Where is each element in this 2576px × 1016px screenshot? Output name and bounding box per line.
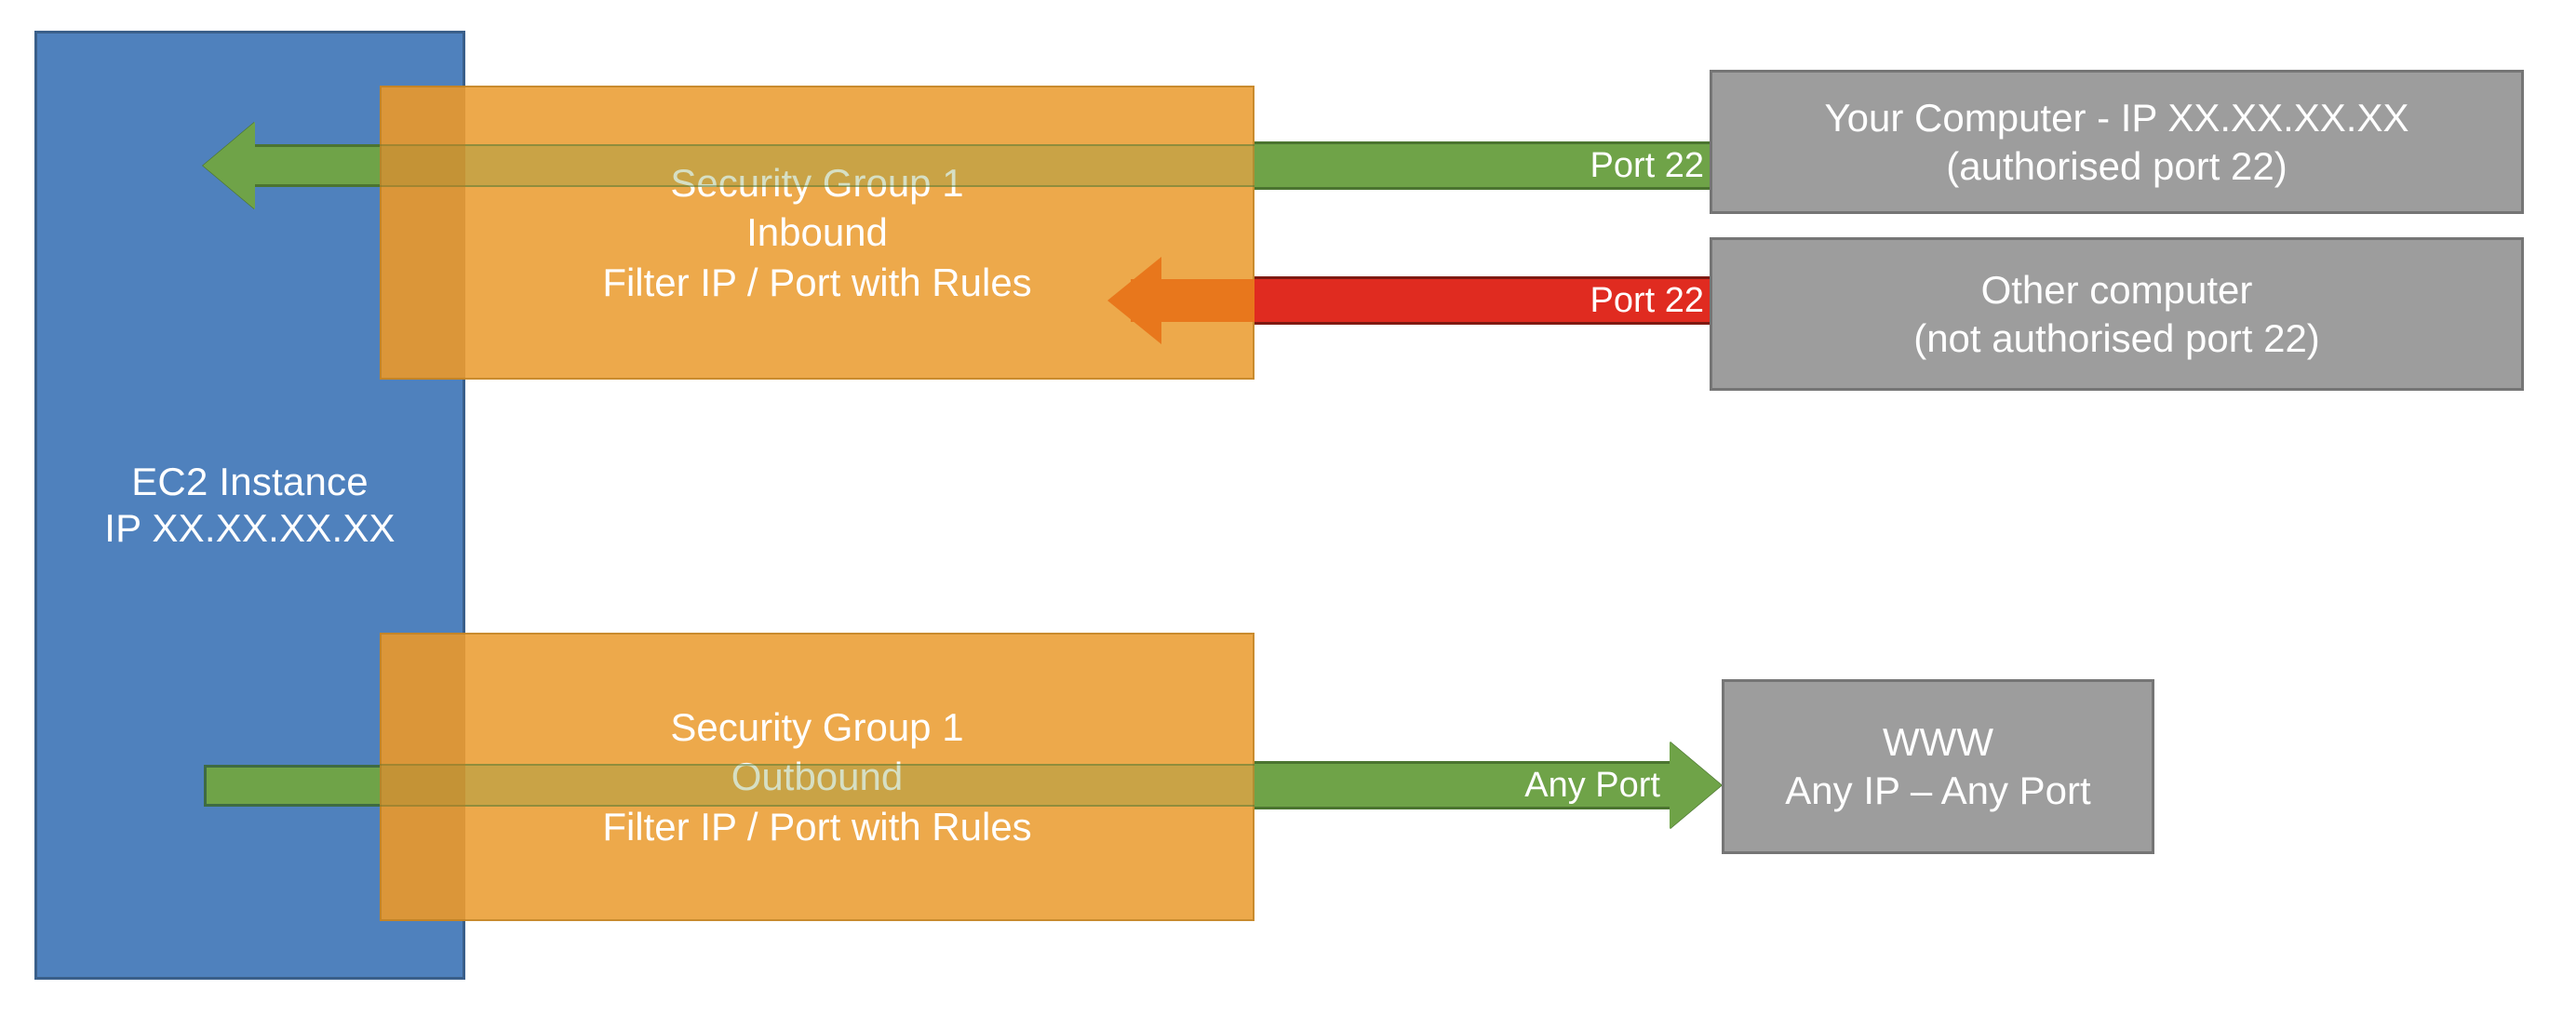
connection-allowed-inbound-label: Port 22 — [1590, 145, 1704, 185]
sg-outbound-line1: Security Group 1 — [670, 704, 964, 749]
connection-blocked-inbound-label: Port 22 — [1590, 280, 1704, 320]
endpoint-other-computer-box[interactable]: Other computer (not authorised port 22) — [1710, 237, 2524, 391]
endpoint-www-line1: WWW — [1883, 720, 1993, 765]
endpoint-other-computer-line1: Other computer — [1980, 267, 2253, 312]
endpoint-your-computer-box[interactable]: Your Computer - IP XX.XX.XX.XX (authoris… — [1710, 70, 2524, 214]
sg-outbound-line2: Outbound — [731, 755, 904, 799]
ec2-label-line2: IP XX.XX.XX.XX — [104, 506, 396, 550]
sg-inbound-line3: Filter IP / Port with Rules — [602, 260, 1032, 304]
security-group-outbound-box[interactable]: Security Group 1 Outbound Filter IP / Po… — [380, 633, 1254, 921]
inbound-blocked-arrowhead-icon — [1107, 257, 1161, 344]
ec2-label-line1: EC2 Instance — [131, 460, 369, 504]
outbound-allowed-arrow-stub — [204, 765, 382, 807]
inbound-allowed-arrow-shaft — [255, 144, 382, 187]
connection-blocked-inbound[interactable]: Port 22 — [1254, 276, 1713, 325]
connection-allowed-outbound-label: Any Port — [1524, 765, 1660, 805]
endpoint-www-line2: Any IP – Any Port — [1785, 769, 2091, 812]
inbound-allowed-arrowhead-icon — [203, 122, 255, 209]
connection-allowed-inbound[interactable]: Port 22 — [1254, 141, 1713, 190]
sg-inbound-line2: Inbound — [746, 210, 888, 255]
endpoint-your-computer-line1: Your Computer - IP XX.XX.XX.XX — [1824, 95, 2409, 140]
endpoint-www-box[interactable]: WWW Any IP – Any Port — [1722, 679, 2154, 854]
connection-allowed-outbound[interactable]: Any Port — [1254, 761, 1670, 809]
endpoint-your-computer-line2: (authorised port 22) — [1946, 143, 2288, 188]
sg-outbound-line3: Filter IP / Port with Rules — [602, 804, 1032, 849]
sg-inbound-line1: Security Group 1 — [670, 160, 964, 205]
outbound-allowed-arrowhead-icon — [1670, 742, 1722, 829]
endpoint-other-computer-line2: (not authorised port 22) — [1913, 315, 2320, 360]
